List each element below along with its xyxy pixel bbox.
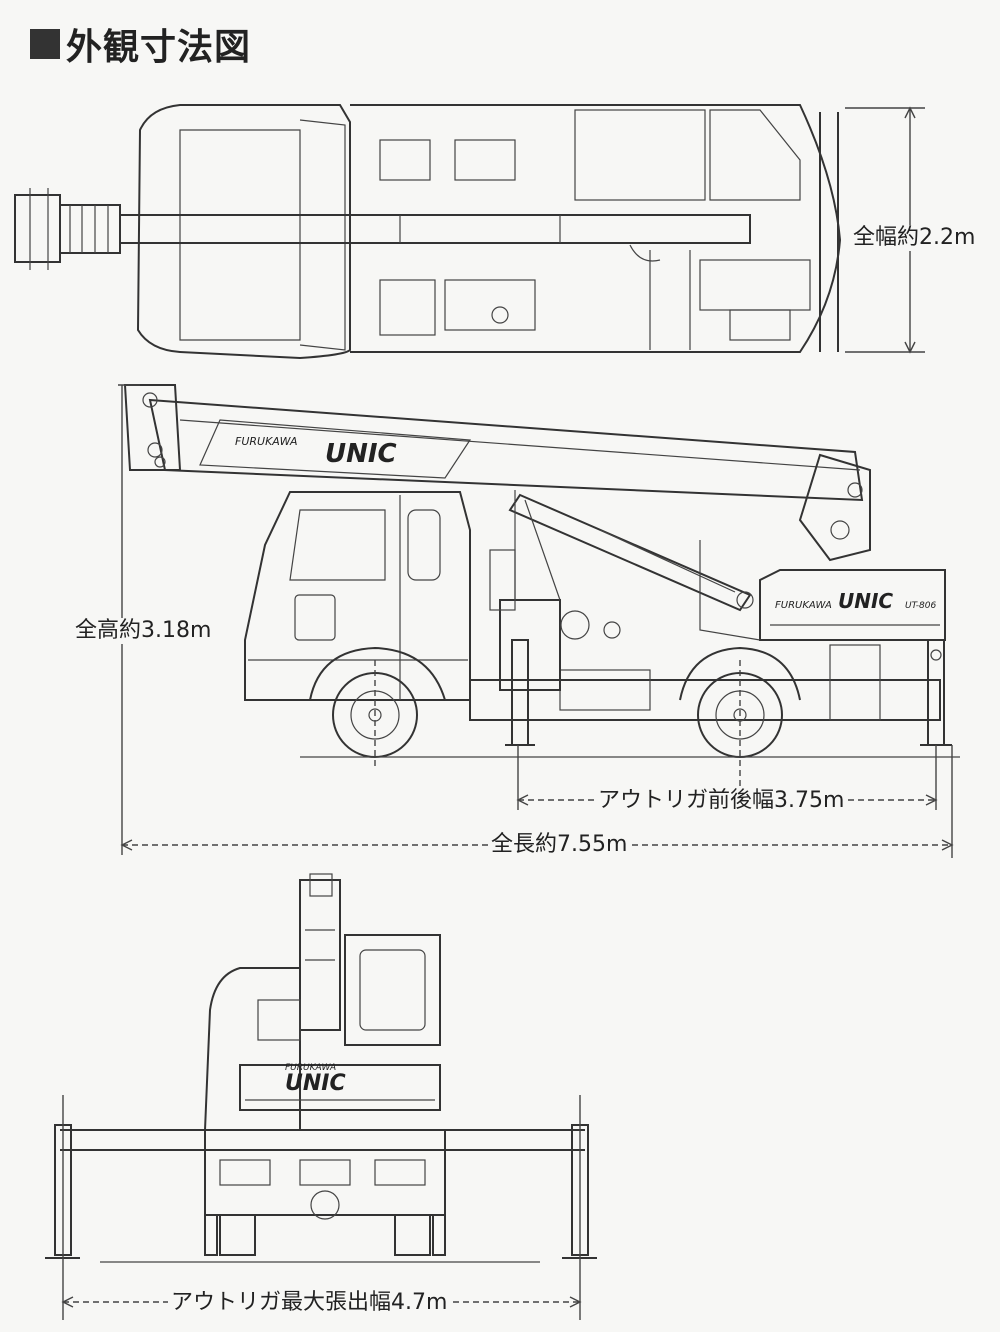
svg-text:UNIC: UNIC bbox=[838, 589, 893, 613]
outrigger-fb-label: アウトリガ前後幅3.75m bbox=[595, 788, 848, 814]
top-view bbox=[14, 104, 842, 360]
side-view: FURUKAWA UNIC bbox=[123, 384, 960, 790]
rear-view: FURUKAWA UNIC bbox=[45, 873, 597, 1263]
title-text: 外観寸法図 bbox=[66, 27, 252, 68]
title-square-icon bbox=[30, 29, 60, 59]
outrigger-max-dimension bbox=[61, 1095, 582, 1320]
svg-text:UNIC: UNIC bbox=[285, 1071, 346, 1096]
length-label: 全長約7.55m bbox=[488, 832, 631, 858]
svg-text:FURUKAWA: FURUKAWA bbox=[235, 435, 297, 448]
svg-text:FURUKAWA: FURUKAWA bbox=[775, 600, 832, 611]
width-label: 全幅約2.2m bbox=[850, 225, 979, 251]
svg-text:UT-806: UT-806 bbox=[905, 601, 937, 611]
svg-text:FURUKAWA: FURUKAWA bbox=[285, 1063, 336, 1073]
svg-text:UNIC: UNIC bbox=[325, 439, 397, 469]
outrigger-fb-dimension bbox=[516, 745, 938, 810]
height-label: 全高約3.18m bbox=[72, 618, 215, 644]
page-title: 外観寸法図 bbox=[30, 18, 251, 70]
outrigger-max-label: アウトリガ最大張出幅4.7m bbox=[168, 1290, 451, 1316]
